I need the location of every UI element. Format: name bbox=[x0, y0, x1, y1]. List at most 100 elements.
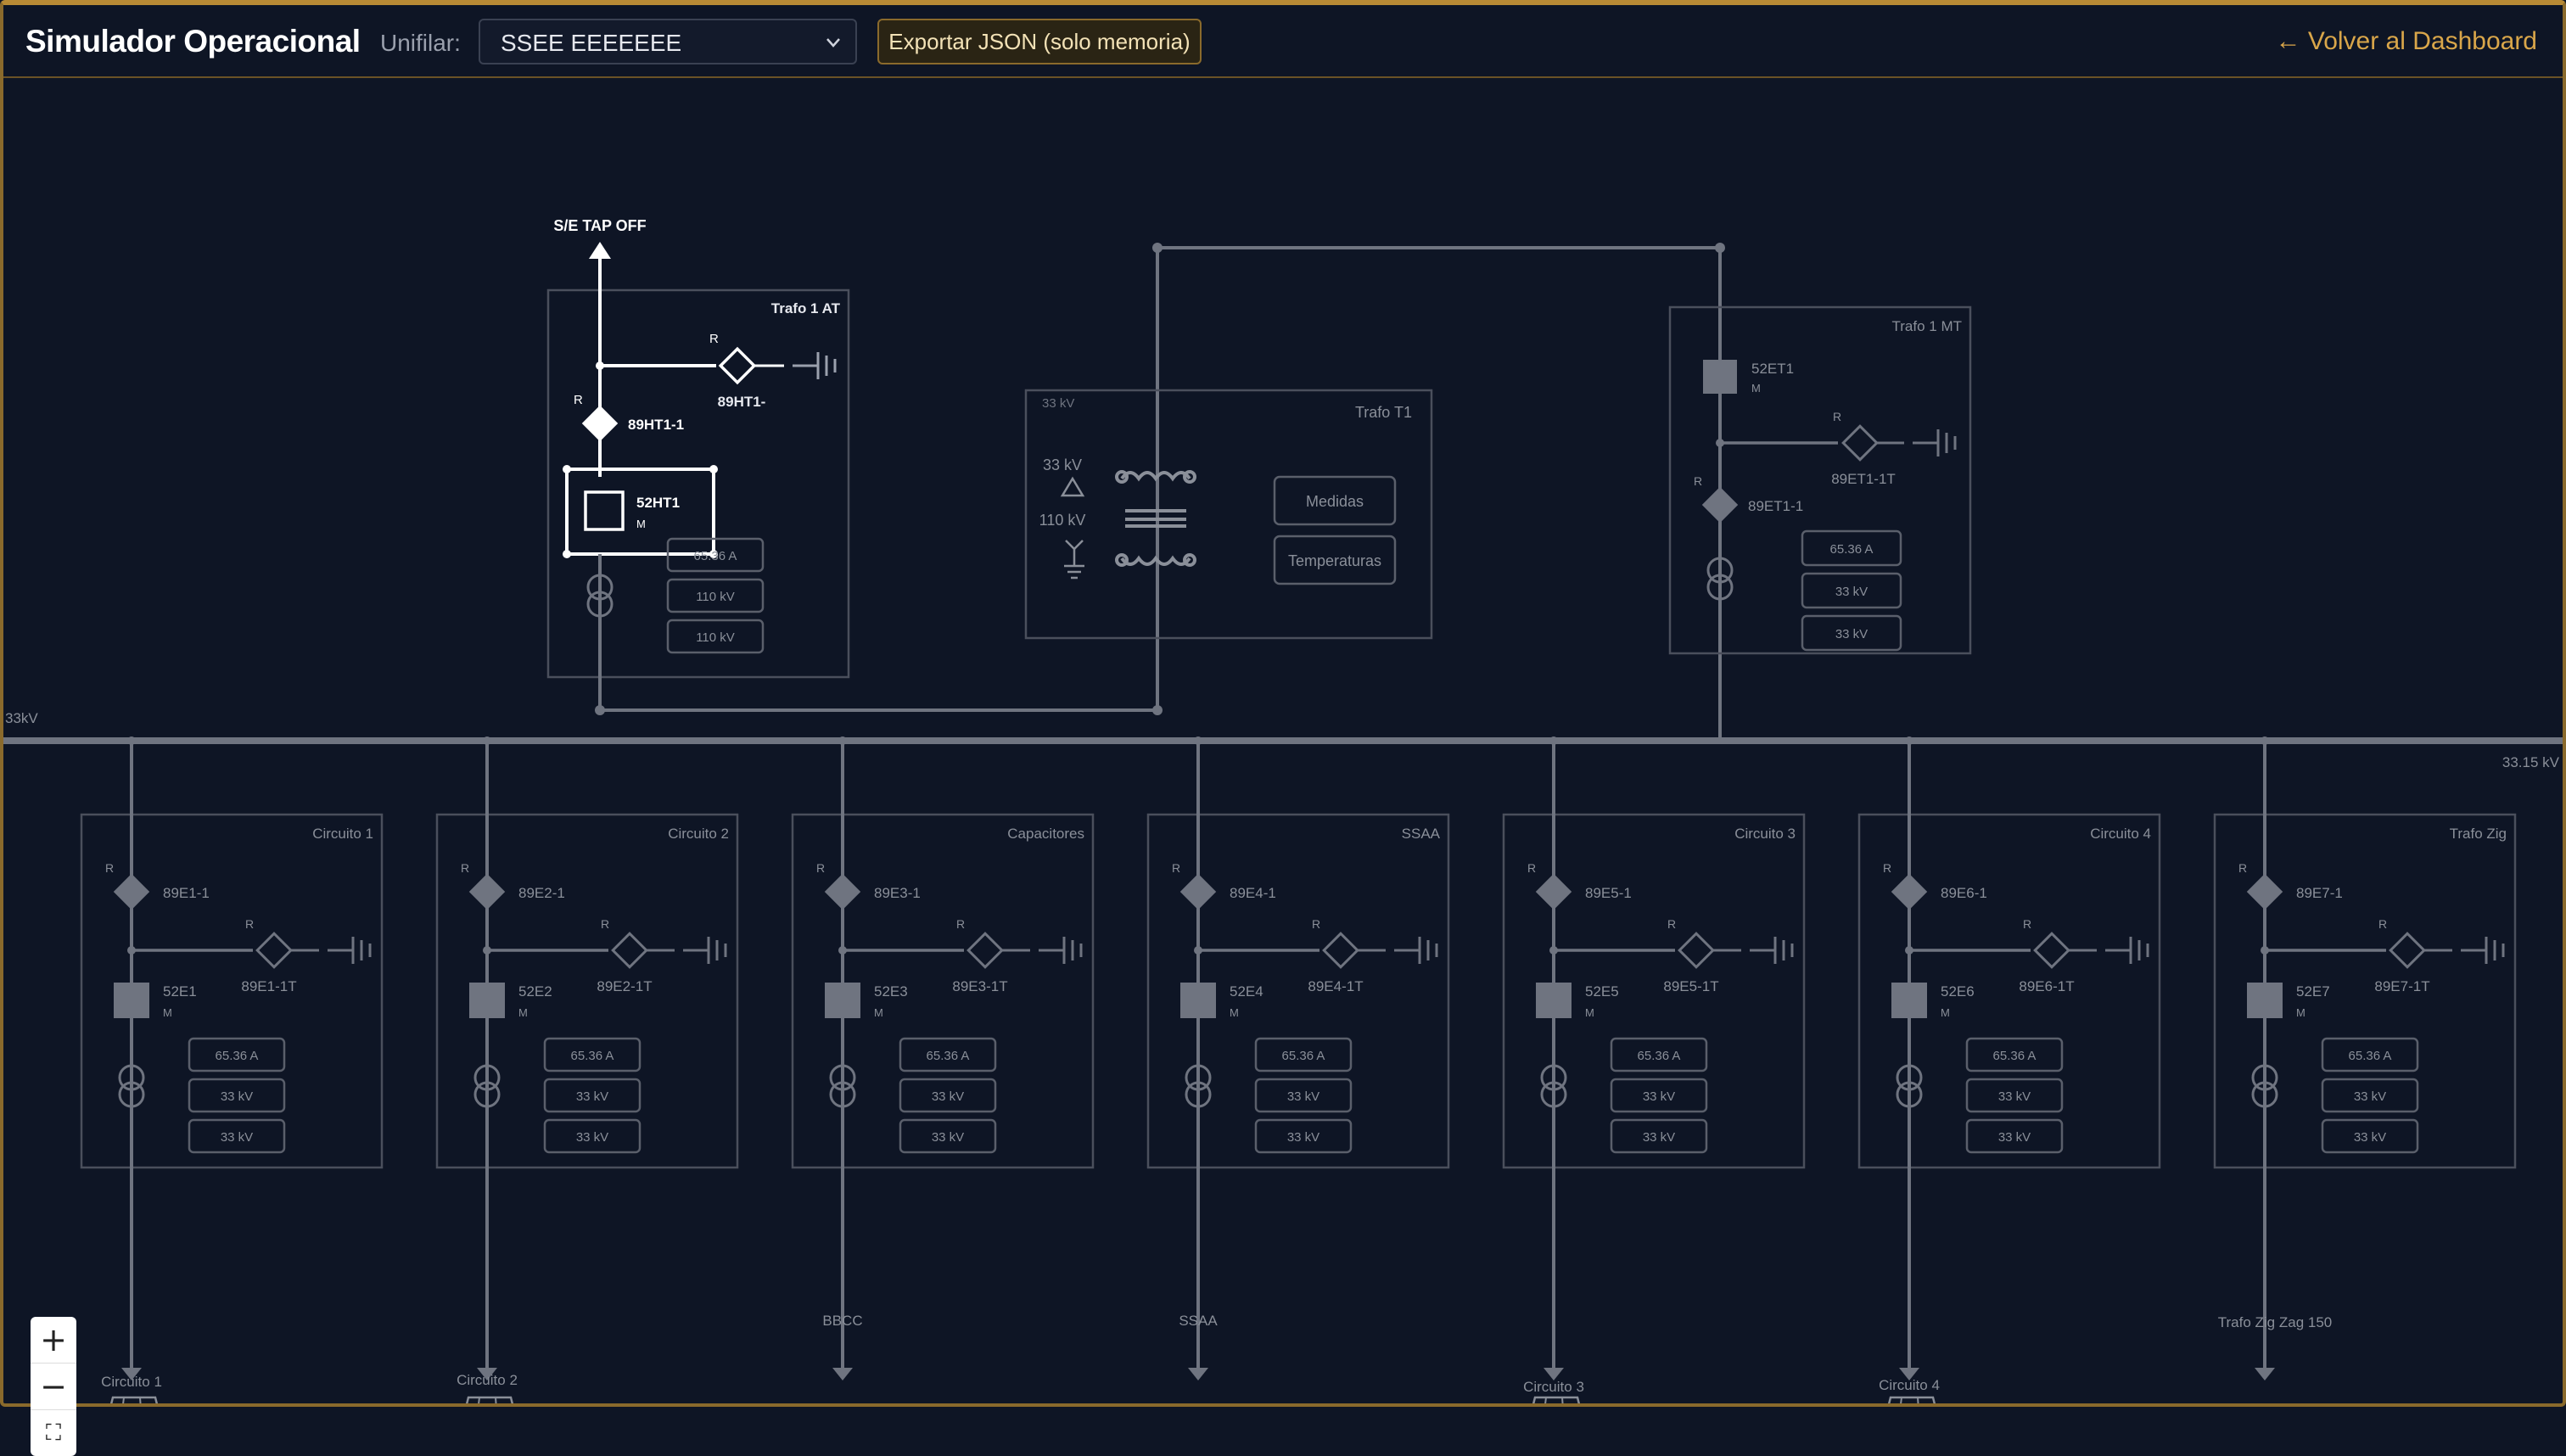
window-frame bbox=[0, 0, 2566, 1407]
ground-switch-label: 89E6-1T bbox=[2019, 978, 2074, 994]
ground-icon bbox=[2104, 935, 2149, 966]
ground-icon bbox=[1911, 428, 1957, 458]
trafo-1-at-bay[interactable]: Trafo 1 AT S/E TAP OFF R 89HT1- R 89HT1-… bbox=[546, 217, 850, 710]
trafo-1-mt-bay[interactable]: Trafo 1 MT 52ET1 M R 89ET1-1T R 89ET1-1 … bbox=[1668, 305, 1972, 655]
trafo-t1-hv-label: 33 kV bbox=[1043, 456, 1082, 473]
r-mark: R bbox=[1833, 410, 1841, 423]
reading-voltage: 110 kV bbox=[696, 590, 735, 604]
zoom-in-button[interactable]: + bbox=[31, 1317, 76, 1364]
solar-panel-icon[interactable] bbox=[1525, 1396, 1588, 1443]
load-arrow-icon bbox=[1188, 1368, 1208, 1380]
ground-switch-icon[interactable] bbox=[966, 932, 1004, 969]
trafo-1-at-readings: 65.36 A 110 kV 110 kV bbox=[666, 537, 765, 654]
breaker-icon[interactable] bbox=[1891, 983, 1927, 1018]
disconnect-label: 89E5-1 bbox=[1585, 885, 1632, 901]
disconnect-89et1-1-icon[interactable] bbox=[1701, 486, 1739, 524]
reading-box bbox=[899, 1078, 997, 1113]
breaker-icon[interactable] bbox=[114, 983, 149, 1018]
load-label: Circuito 1 bbox=[101, 1374, 162, 1390]
reading-voltage: 33 kV bbox=[2354, 1130, 2386, 1145]
disconnect-icon[interactable] bbox=[1535, 873, 1572, 910]
disconnect-label: 89E3-1 bbox=[874, 885, 921, 901]
single-line-diagram[interactable]: Trafo 1 AT S/E TAP OFF R 89HT1- R 89HT1-… bbox=[3, 78, 2563, 1443]
ground-switch-icon[interactable] bbox=[255, 932, 293, 969]
feeder-box bbox=[2213, 813, 2517, 1169]
breaker-52ht1-selection[interactable] bbox=[565, 468, 715, 556]
measures-button[interactable] bbox=[1273, 475, 1397, 526]
export-json-button[interactable]: Exportar JSON (solo memoria) bbox=[877, 19, 1202, 64]
ground-switch-icon[interactable] bbox=[611, 932, 648, 969]
ground-switch-89ht1-icon[interactable] bbox=[718, 346, 757, 385]
reading-voltage: 33 kV bbox=[1835, 585, 1868, 599]
reading-voltage: 33 kV bbox=[1998, 1130, 2031, 1145]
trafo-t1-corner-voltage: 33 kV bbox=[1042, 396, 1074, 411]
ground-icon bbox=[791, 350, 837, 381]
load-arrow-icon bbox=[1899, 1368, 1919, 1380]
disconnect-icon[interactable] bbox=[1179, 873, 1217, 910]
disconnect-icon[interactable] bbox=[1891, 873, 1928, 910]
unifilar-select[interactable]: SSEE ΕΕΕΕΕΕΕ bbox=[479, 19, 857, 64]
breaker-icon[interactable] bbox=[1180, 983, 1216, 1018]
disconnect-label: 89E4-1 bbox=[1230, 885, 1276, 901]
load-label: BBCC bbox=[822, 1313, 862, 1329]
load-arrow-icon bbox=[121, 1368, 142, 1380]
r-mark: R bbox=[1312, 917, 1320, 931]
breaker-mode: M bbox=[518, 1006, 528, 1019]
breaker-label: 52E5 bbox=[1585, 983, 1619, 1000]
busbar-measured-voltage: 33.15 kV bbox=[2502, 754, 2560, 770]
ground-switch-label: 89E7-1T bbox=[2374, 978, 2429, 994]
breaker-icon[interactable] bbox=[1536, 983, 1572, 1018]
r-mark: R bbox=[574, 393, 583, 407]
r-mark: R bbox=[601, 917, 609, 931]
load-label: Trafo Zig Zag 150 bbox=[2218, 1314, 2333, 1330]
reading-box bbox=[2321, 1078, 2419, 1113]
disconnect-icon[interactable] bbox=[824, 873, 861, 910]
breaker-icon[interactable] bbox=[469, 983, 505, 1018]
r-mark: R bbox=[105, 861, 114, 875]
breaker-52et1-icon[interactable] bbox=[1703, 360, 1737, 394]
reading-current: 65.36 A bbox=[927, 1049, 970, 1063]
reading-box bbox=[1965, 1078, 2064, 1113]
solar-panel-icon[interactable] bbox=[458, 1396, 521, 1443]
ground-switch-icon[interactable] bbox=[1322, 932, 1359, 969]
reading-voltage: 33 kV bbox=[221, 1089, 253, 1104]
breaker-icon[interactable] bbox=[2247, 983, 2283, 1018]
solar-panel-icon[interactable] bbox=[1880, 1396, 1943, 1443]
breaker-mode: M bbox=[1230, 1006, 1239, 1019]
fit-view-button[interactable]: ⛶ bbox=[45, 1420, 62, 1446]
ground-switch-icon[interactable] bbox=[2033, 932, 2070, 969]
reading-box bbox=[1965, 1037, 2064, 1072]
reading-current: 65.36 A bbox=[2349, 1049, 2392, 1063]
disconnect-89et1-1-label: 89ET1-1 bbox=[1748, 498, 1803, 514]
trafo-t1-box[interactable]: Trafo T1 33 kV 33 kV 110 kV bbox=[1024, 389, 1433, 640]
reading-box bbox=[1965, 1118, 2064, 1154]
disconnect-icon[interactable] bbox=[468, 873, 506, 910]
ground-switch-icon[interactable] bbox=[2389, 932, 2426, 969]
ground-switch-icon[interactable] bbox=[1678, 932, 1715, 969]
back-to-dashboard-link[interactable]: ← Volver al Dashboard bbox=[2275, 27, 2538, 55]
solar-panel-icon[interactable] bbox=[103, 1396, 165, 1443]
ground-switch-89et1-1t-icon[interactable] bbox=[1841, 424, 1879, 462]
ground-icon bbox=[1748, 935, 1794, 966]
disconnect-89ht1-1-icon[interactable] bbox=[581, 405, 619, 442]
zoom-out-button[interactable]: − bbox=[31, 1364, 76, 1410]
ground-switch-89et1-1t-label: 89ET1-1T bbox=[1831, 471, 1896, 487]
ground-icon bbox=[326, 935, 372, 966]
load-label: Circuito 2 bbox=[457, 1372, 518, 1388]
temperatures-button[interactable] bbox=[1273, 535, 1397, 585]
breaker-52ht1-icon[interactable] bbox=[584, 490, 625, 531]
diagram-canvas[interactable]: Trafo 1 AT S/E TAP OFF R 89HT1- R 89HT1-… bbox=[3, 78, 2563, 1456]
load-arrow-icon bbox=[477, 1368, 497, 1380]
disconnect-icon[interactable] bbox=[2246, 873, 2283, 910]
breaker-icon[interactable] bbox=[825, 983, 860, 1018]
temperatures-button-label: Temperaturas bbox=[1288, 552, 1381, 569]
disconnect-icon[interactable] bbox=[113, 873, 150, 910]
